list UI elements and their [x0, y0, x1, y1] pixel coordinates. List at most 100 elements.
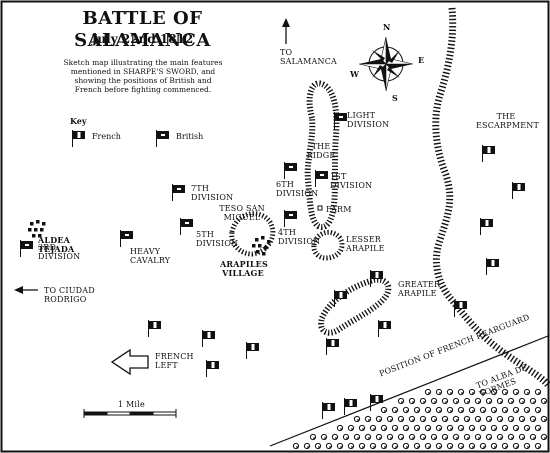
label-aldea-tejada: ALDEA TEJADA [38, 235, 75, 254]
british-flag-seventh-division-icon [172, 184, 185, 201]
tree-icon [380, 442, 388, 450]
tree-dot [450, 446, 452, 448]
tree-dot [351, 446, 353, 448]
tree-dot [527, 410, 529, 412]
tree-icon [386, 415, 394, 423]
tree-dot [340, 446, 342, 448]
british-flag-first-division-icon [315, 170, 328, 187]
tree-dot [500, 419, 502, 421]
tree-dot [406, 446, 408, 448]
tree-dot [494, 446, 496, 448]
french-flag-icon [454, 300, 467, 317]
tree-dot [544, 419, 546, 421]
tree-dot [478, 419, 480, 421]
tree-dot [395, 428, 397, 430]
label-escarpment: THE ESCARPMENT [476, 112, 539, 130]
tree-icon [485, 433, 493, 441]
label-third-division: 3rd DIVISION [38, 243, 81, 261]
tree-dot [511, 401, 513, 403]
tree-dot [346, 437, 348, 439]
tree-dot [428, 392, 430, 394]
tree-icon [463, 397, 471, 405]
tree-icon [375, 433, 383, 441]
tree-dot [390, 419, 392, 421]
tree-icon [457, 442, 465, 450]
tree-dot [522, 437, 524, 439]
tree-dot [357, 437, 359, 439]
compass-n: N [383, 22, 391, 32]
tree-dot [428, 446, 430, 448]
tree-dot [434, 419, 436, 421]
tree-dot [401, 437, 403, 439]
tree-icon [485, 415, 493, 423]
tree-dot [467, 419, 469, 421]
tree-dot [472, 428, 474, 430]
tree-icon [468, 388, 476, 396]
tree-dot [522, 419, 524, 421]
french-flag-icon [512, 182, 525, 199]
tree-icon [430, 415, 438, 423]
tree-icon [364, 415, 372, 423]
tree-dot [538, 392, 540, 394]
tree-icon [479, 424, 487, 432]
tree-icon [446, 424, 454, 432]
tree-icon [496, 433, 504, 441]
rearguard-woodland [292, 388, 548, 450]
tree-icon [496, 415, 504, 423]
tree-dot [494, 428, 496, 430]
rearguard-line [269, 335, 549, 447]
tree-dot [401, 419, 403, 421]
tree-dot [478, 437, 480, 439]
tree-icon [408, 415, 416, 423]
tree-icon [523, 424, 531, 432]
teso-san-miguel-hill [229, 211, 276, 257]
tree-dot [428, 410, 430, 412]
tree-icon [309, 433, 317, 441]
key-french-label: French [92, 132, 121, 141]
tree-icon [441, 433, 449, 441]
british-flag-light-division-icon [334, 112, 347, 129]
compass-e: E [418, 55, 425, 65]
tree-icon [529, 433, 537, 441]
tree-icon [342, 433, 350, 441]
tree-dot [461, 392, 463, 394]
tree-dot [423, 419, 425, 421]
tree-dot [489, 419, 491, 421]
tree-dot [461, 446, 463, 448]
tree-dot [401, 401, 403, 403]
tree-icon [446, 388, 454, 396]
tree-dot [384, 410, 386, 412]
tree-dot [417, 410, 419, 412]
british-flag-fifth-division-icon [180, 218, 193, 235]
tree-icon [347, 442, 355, 450]
arrow-to-salamanca-icon [282, 18, 290, 44]
tree-dot [527, 428, 529, 430]
tree-dot [450, 428, 452, 430]
tree-dot [434, 437, 436, 439]
aldea-tejada-village [28, 220, 46, 238]
tree-dot [406, 410, 408, 412]
tree-dot [445, 437, 447, 439]
tree-dot [472, 446, 474, 448]
tree-icon [523, 406, 531, 414]
label-fifth-division: 5th DIVISION [196, 230, 239, 248]
tree-icon [413, 406, 421, 414]
tree-dot [340, 428, 342, 430]
french-flag-icon [370, 270, 383, 287]
tree-icon [534, 406, 542, 414]
tree-dot [384, 446, 386, 448]
label-sixth-division: 6th DIVISION [276, 180, 319, 198]
tree-icon [518, 433, 526, 441]
tree-dot [412, 401, 414, 403]
tree-dot [434, 401, 436, 403]
label-fourth-division: 4th DIVISION [278, 228, 321, 246]
tree-dot [428, 428, 430, 430]
tree-dot [505, 410, 507, 412]
tree-dot [412, 437, 414, 439]
tree-dot [362, 446, 364, 448]
french-flag-icon [344, 398, 357, 415]
tree-dot [527, 446, 529, 448]
label-teso-san-miguel: TESO SAN MIGUEL [219, 204, 265, 222]
